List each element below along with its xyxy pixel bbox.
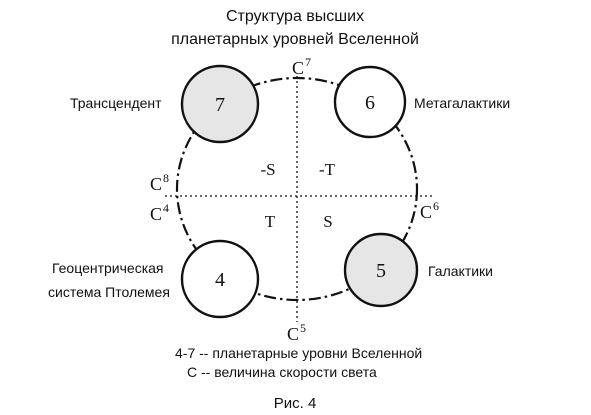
diagram-title-line-2: планетарных уровней Вселенной [171,31,419,48]
quadrant-top-right-symbol: -T [319,160,336,179]
level-4-disc [180,239,260,319]
quadrant-top-left-symbol: -S [260,160,275,179]
speed-label-top: C7 [292,55,311,78]
level-6-disc [333,65,407,139]
label-metagalaxies: Метагалактики [414,95,510,111]
legend-line-speed: С -- величина скорости света [187,364,377,380]
speed-label-right: C6 [420,199,439,222]
level-circle-4: 4 [180,239,260,319]
level-circle-5: 5 [343,232,419,308]
speed-label-left-lower: C4 [150,201,169,224]
level-circle-6: 6 [333,65,407,139]
level-5-number: 5 [376,260,386,282]
label-transcendent: Трансцендент [70,95,162,111]
level-7-number: 7 [215,94,225,116]
label-galaxies: Галактики [428,263,493,279]
level-6-number: 6 [365,92,375,114]
speed-label-left-upper: C8 [150,171,169,194]
quadrant-bottom-left-symbol: T [265,212,276,231]
level-circle-7: 7 [180,64,260,144]
figure-caption: Рис. 4 [274,395,317,412]
speed-label-bottom: C5 [287,321,306,344]
legend-line-levels: 4-7 -- планетарные уровни Вселенной [175,345,422,361]
level-5-disc [343,232,419,308]
diagram-title-line-1: Структура высших [226,8,364,25]
level-4-number: 4 [215,269,225,291]
level-7-disc [180,64,260,144]
label-geocentric-line-1: Геоцентрическая [52,260,164,276]
quadrant-bottom-right-symbol: S [323,212,332,231]
label-geocentric-line-2: система Птолемея [48,284,170,300]
